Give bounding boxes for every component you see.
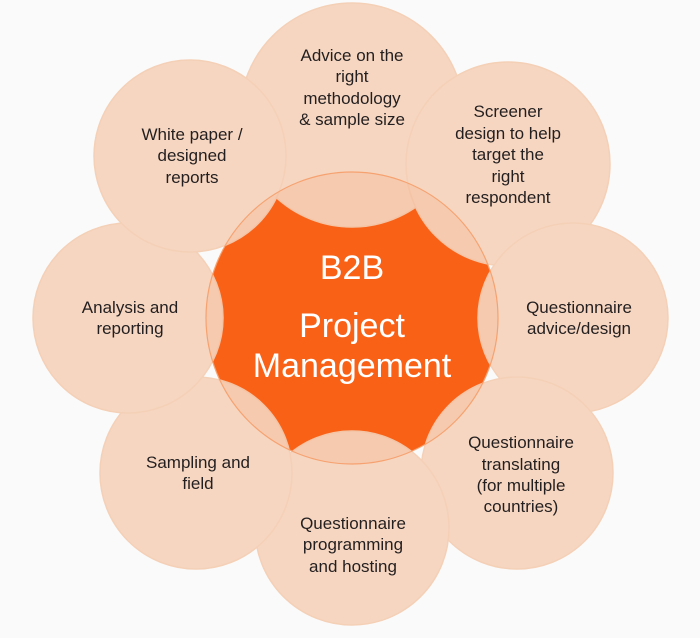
petal-shapes [32,2,669,626]
petal-shape-white-paper [93,59,287,253]
petal-shape-questionnaire-translating [420,376,614,570]
center-hub-circle [206,172,498,464]
center-hub-outline [205,171,499,465]
